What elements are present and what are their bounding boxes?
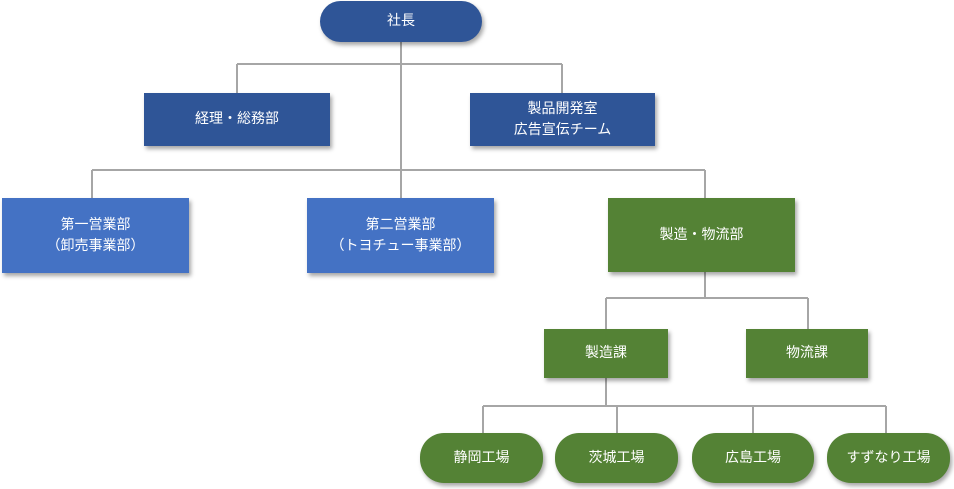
sales1-label-line2: （卸売事業部） [46, 237, 145, 254]
ceo-node[interactable]: 社長 [320, 1, 482, 42]
manufacturing-label: 製造・物流部 [659, 226, 744, 243]
product-dev-label-line1: 製品開発室 [527, 100, 598, 117]
production-section-node[interactable]: 製造課 [544, 329, 668, 378]
admin-dept-label: 経理・総務部 [195, 111, 279, 127]
production-label: 製造課 [585, 345, 627, 361]
factory-node-ibaraki[interactable]: 茨城工場 [555, 433, 678, 483]
factory-node-suzunari[interactable]: すずなり工場 [827, 433, 950, 483]
logistics-section-node[interactable]: 物流課 [746, 329, 868, 378]
factory-node-shizuoka[interactable]: 静岡工場 [420, 433, 543, 483]
factory-label: 広島工場 [725, 449, 781, 466]
sales2-label-line1: 第二営業部 [365, 216, 436, 233]
product-dev-label-line2: 広告宣伝チーム [513, 121, 612, 138]
admin-dept-node[interactable]: 経理・総務部 [144, 93, 330, 146]
factory-label: 茨城工場 [588, 449, 645, 466]
factory-node-hiroshima[interactable]: 広島工場 [692, 433, 814, 483]
sales1-label-line1: 第一営業部 [60, 216, 131, 233]
manufacturing-dept-node[interactable]: 製造・物流部 [608, 198, 795, 272]
sales2-label-line2: （トヨチュー事業部） [330, 237, 471, 254]
factory-label: 静岡工場 [453, 449, 510, 466]
logistics-label: 物流課 [786, 345, 828, 361]
ceo-label: 社長 [387, 13, 415, 29]
factory-label: すずなり工場 [846, 449, 931, 466]
product-dev-node[interactable]: 製品開発室 広告宣伝チーム [470, 93, 655, 146]
sales2-dept-node[interactable]: 第二営業部 （トヨチュー事業部） [307, 198, 494, 273]
sales1-dept-node[interactable]: 第一営業部 （卸売事業部） [2, 198, 189, 273]
